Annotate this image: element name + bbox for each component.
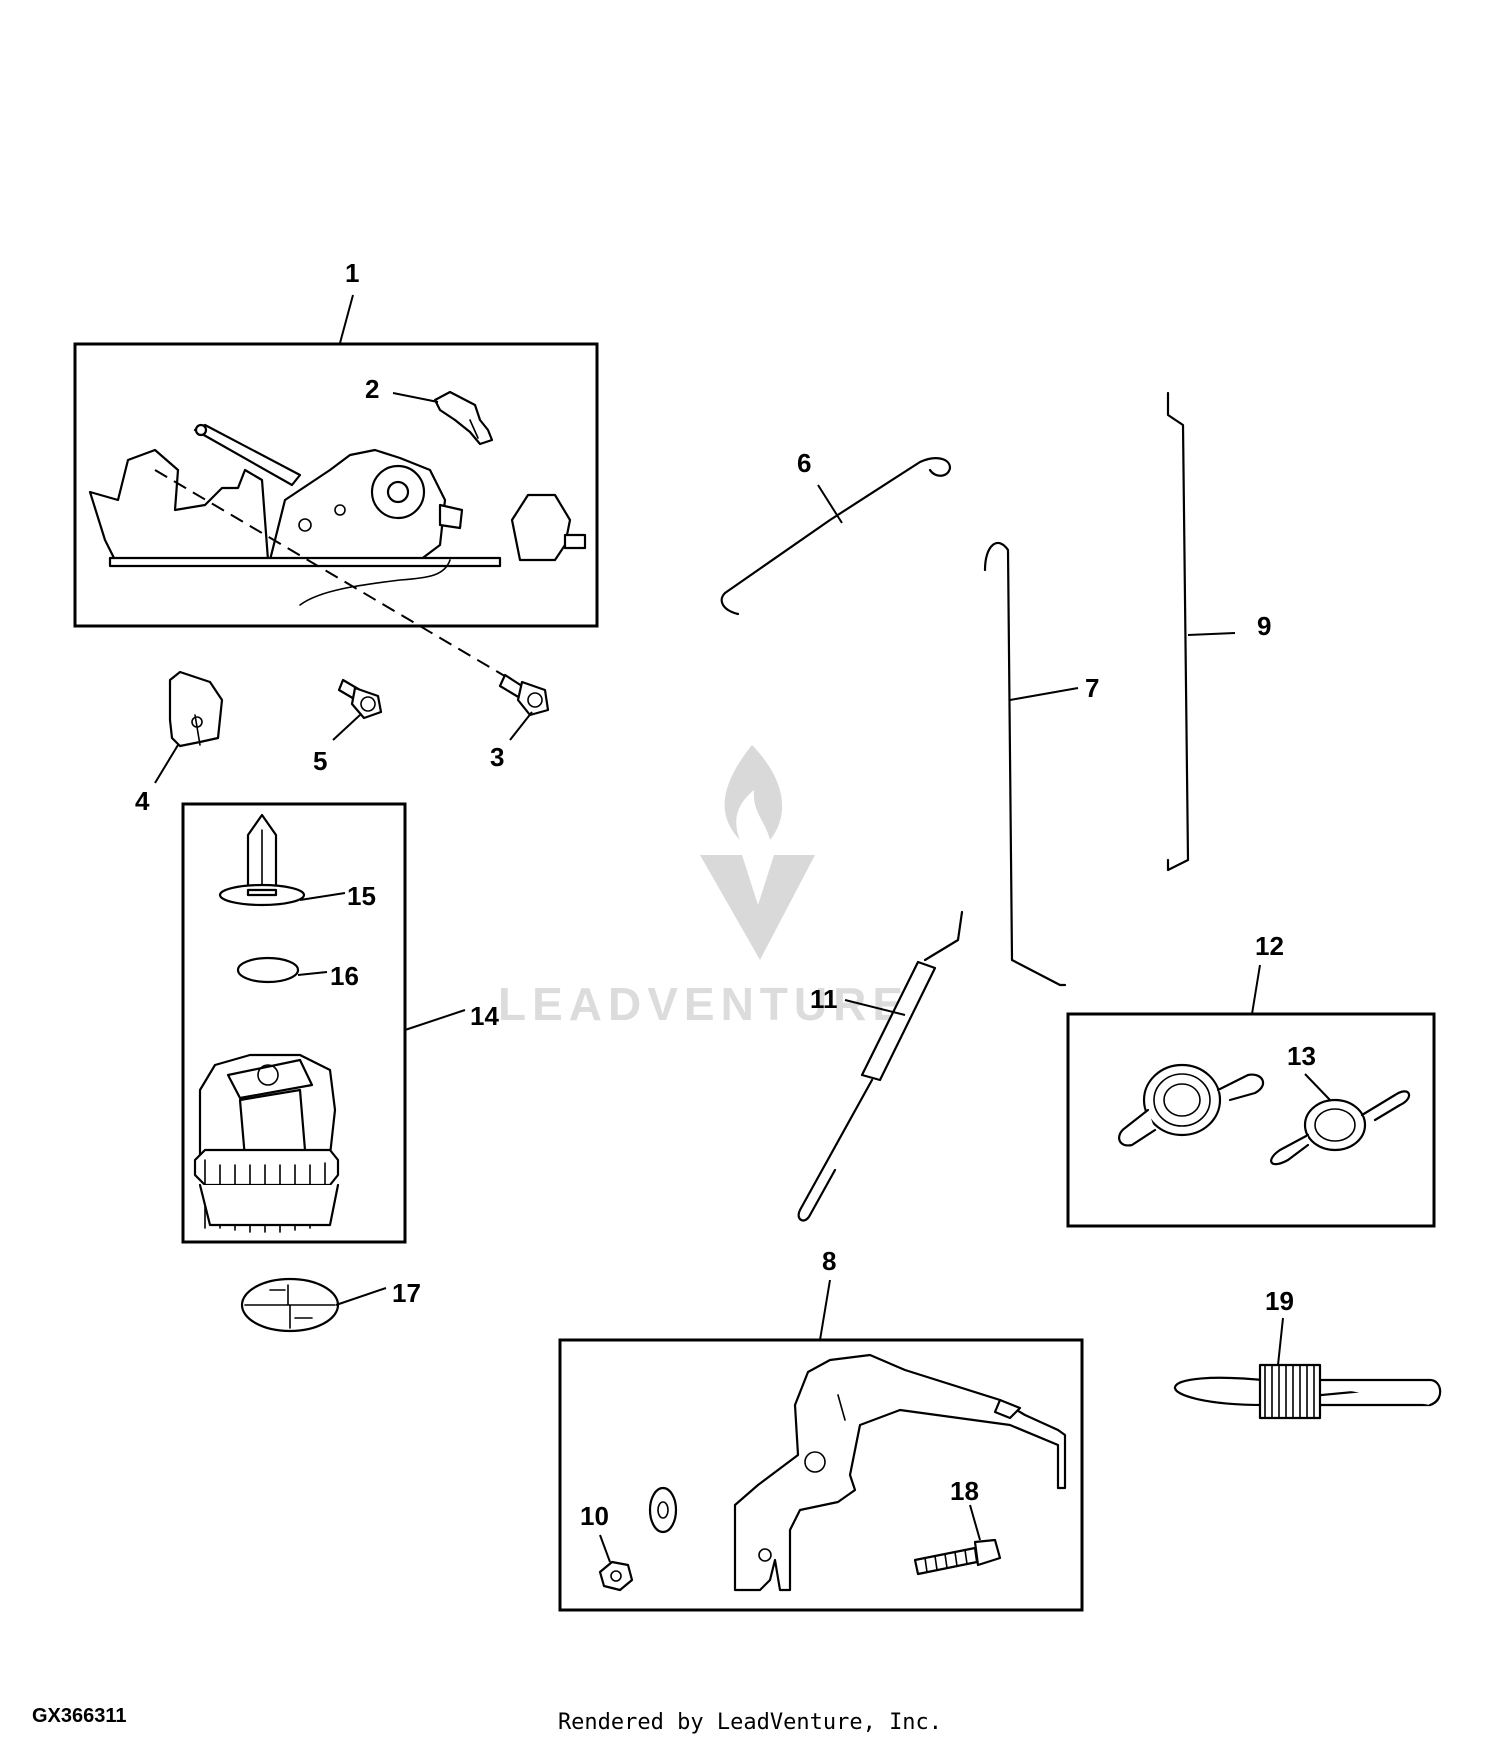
callout-14: 14: [470, 1001, 499, 1031]
callout-17: 17: [392, 1278, 421, 1308]
part-5-screw: [337, 678, 383, 720]
callout-16: 16: [330, 961, 359, 991]
callout-10: 10: [580, 1501, 609, 1531]
part-2-clip: [433, 390, 494, 446]
part-15-pin: [218, 813, 306, 907]
part-16-ring: [236, 956, 300, 984]
part-14-gear-assembly: [193, 1053, 340, 1233]
part-7-link-rod: [983, 542, 1067, 987]
callout-13: 13: [1287, 1041, 1316, 1071]
part-10-nut: [598, 1560, 634, 1592]
part-6-link-rod: [720, 457, 952, 616]
part-12-box: [1066, 1012, 1436, 1228]
part-17-clip: [240, 1277, 340, 1333]
part-8-bracket: [733, 1353, 1067, 1592]
leader-lines: [154, 294, 1331, 1563]
part-11-spring: [797, 910, 964, 1222]
callout-12: 12: [1255, 931, 1284, 961]
callout-2: 2: [365, 374, 379, 404]
part-1-governor-assembly: [88, 423, 587, 606]
part-10-washer: [648, 1486, 678, 1534]
diagram-id: GX366311: [32, 1705, 127, 1727]
callout-6: 6: [797, 448, 811, 478]
callout-labels: 1 2 3 4 5 6 7 8 9 10 11 12 13 14 15 16 1…: [135, 258, 1316, 1531]
callout-1: 1: [345, 258, 359, 288]
watermark-text: LEADVENTURE: [498, 978, 909, 1030]
watermark: LEADVENTURE: [498, 745, 909, 1030]
callout-9: 9: [1257, 611, 1271, 641]
callout-19: 19: [1265, 1286, 1294, 1316]
assembly-dashed-line: [154, 469, 521, 686]
callout-5: 5: [313, 746, 327, 776]
callout-11: 11: [810, 984, 838, 1014]
v-logo-icon: [700, 855, 815, 960]
callout-4: 4: [135, 786, 150, 816]
part-4-bracket: [168, 670, 224, 748]
part-19-spring: [1173, 1363, 1442, 1420]
part-18-screw: [913, 1538, 1002, 1576]
callout-18: 18: [950, 1476, 979, 1506]
footer-credit: Rendered by LeadVenture, Inc.: [557, 1710, 943, 1735]
part-3-screw: [498, 673, 550, 717]
part-13-spring: [1270, 1090, 1411, 1166]
part-9-rod: [1166, 391, 1190, 872]
flame-logo-icon: [724, 745, 783, 840]
callout-15: 15: [347, 881, 376, 911]
part-1-box: [73, 342, 599, 628]
callout-7: 7: [1085, 673, 1099, 703]
part-12-spring: [1118, 1063, 1265, 1147]
part-14-box: [181, 802, 407, 1244]
callout-3: 3: [490, 742, 504, 772]
callout-8: 8: [822, 1246, 836, 1276]
